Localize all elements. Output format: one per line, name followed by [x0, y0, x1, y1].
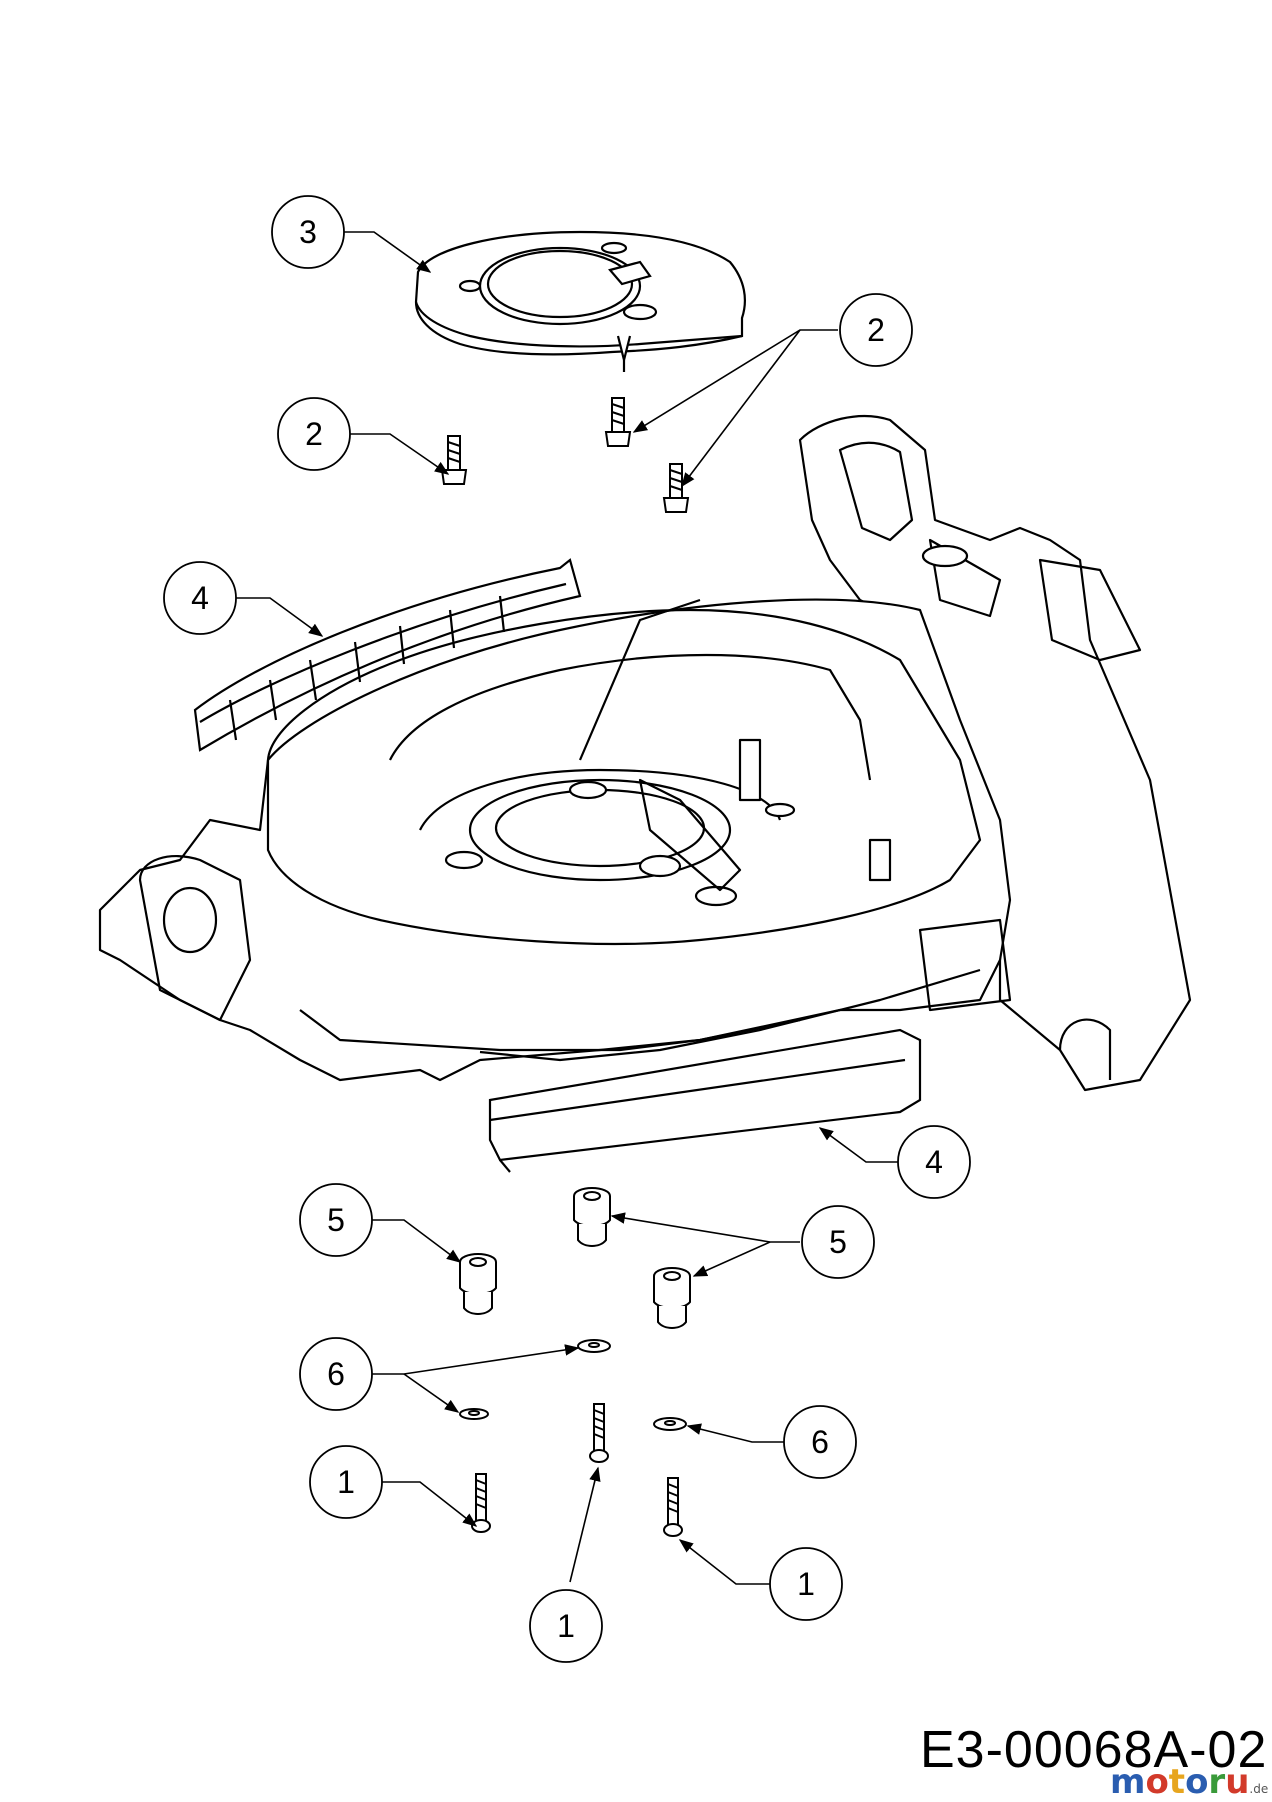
skid-strip-part-4-rear	[193, 558, 582, 752]
callout-1-right: 1	[769, 1547, 843, 1621]
callout-1-center: 1	[529, 1589, 603, 1663]
callout-4-rear: 4	[163, 561, 237, 635]
bolt-part-2-center	[604, 397, 632, 447]
callout-4-front: 4	[897, 1125, 971, 1199]
drawing-number: E3-00068A-02	[920, 1721, 1268, 1779]
svg-text:4: 4	[191, 580, 209, 616]
watermark-logo: motoru.de	[1110, 1762, 1269, 1802]
bolt-part-2-right	[662, 463, 690, 513]
callout-2-left: 2	[277, 397, 351, 471]
washer-part-6-left	[459, 1408, 489, 1420]
callout-1-left: 1	[309, 1445, 383, 1519]
bushing-part-5-right	[653, 1267, 691, 1329]
svg-text:5: 5	[829, 1224, 847, 1260]
svg-text:1: 1	[337, 1464, 355, 1500]
callout-6-left: 6	[299, 1337, 373, 1411]
washer-part-6-right	[653, 1417, 687, 1431]
svg-text:2: 2	[867, 312, 885, 348]
svg-text:1: 1	[557, 1608, 575, 1644]
svg-text:5: 5	[327, 1202, 345, 1238]
callout-3: 3	[271, 195, 345, 269]
svg-text:1: 1	[797, 1566, 815, 1602]
callout-2-right: 2	[839, 293, 913, 367]
svg-text:2: 2	[305, 416, 323, 452]
callout-5-left: 5	[299, 1183, 373, 1257]
bushing-part-5-top	[573, 1187, 611, 1247]
mower-deck-housing	[98, 414, 1192, 1092]
leader-lines	[235, 231, 898, 1585]
svg-text:6: 6	[811, 1424, 829, 1460]
callout-5-right: 5	[801, 1205, 875, 1279]
svg-text:3: 3	[299, 214, 317, 250]
adapter-plate-part-3	[414, 230, 746, 372]
svg-text:4: 4	[925, 1144, 943, 1180]
skid-strip-part-4-front	[488, 1028, 922, 1173]
screw-part-1-left	[471, 1473, 491, 1533]
bolt-part-2-left	[440, 435, 468, 485]
washer-part-6-center	[577, 1339, 611, 1353]
svg-text:6: 6	[327, 1356, 345, 1392]
callout-6-right: 6	[783, 1405, 857, 1479]
bushing-part-5-left	[459, 1253, 497, 1315]
screw-part-1-right	[663, 1477, 683, 1537]
screw-part-1-center	[589, 1403, 609, 1463]
